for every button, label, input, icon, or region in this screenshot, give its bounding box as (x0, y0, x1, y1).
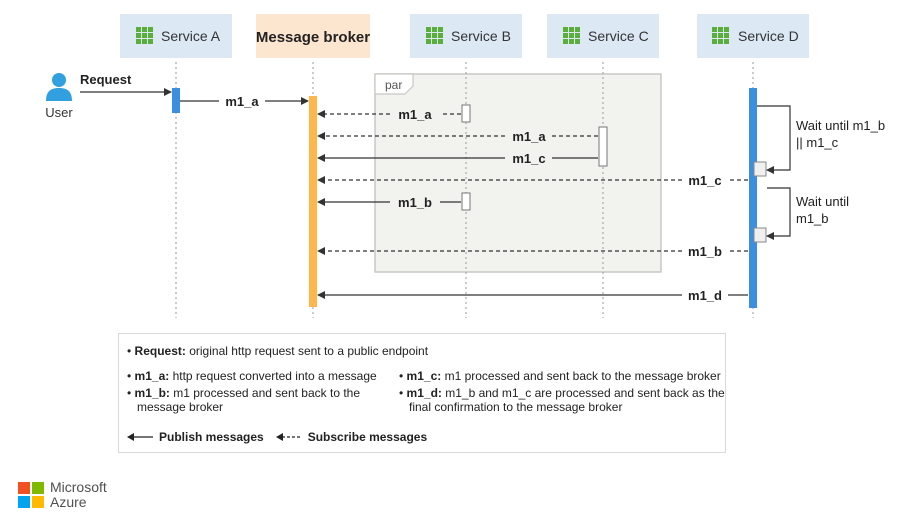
message-m1c-subscribe-d: m1_c (317, 173, 748, 188)
wait-loop-1: Wait until m1_b || m1_c (757, 105, 885, 174)
wait-note-line-1: Wait until m1_b (796, 118, 885, 133)
user-icon (46, 73, 72, 101)
message-m1d-publish: m1_d (317, 288, 748, 303)
legend-term: m1_c: (406, 369, 442, 383)
legend-term: Request: (134, 344, 186, 358)
par-fragment: par (374, 73, 662, 273)
message-m1a-subscribe-b: m1_a (317, 107, 461, 122)
legend-m1a: • m1_a: http request converted into a me… (127, 369, 377, 383)
service-b-activation-2 (461, 192, 471, 211)
service-b-activation-1 (461, 104, 471, 123)
wait-note-line-2: || m1_c (796, 135, 839, 150)
grid-icon (426, 27, 443, 44)
brand-text: Microsoft Azure (50, 480, 107, 510)
legend-m1c: • m1_c: m1 processed and sent back to th… (399, 369, 721, 383)
service-c-label: Service C (588, 28, 649, 44)
message-label: m1_d (688, 288, 722, 303)
microsoft-azure-brand: Microsoft Azure (18, 480, 107, 510)
message-label: m1_b (398, 195, 432, 210)
legend-desc: original http request sent to a public e… (185, 344, 429, 358)
message-m1a-publish: m1_a (180, 94, 309, 109)
service-d-wait-box-1 (753, 161, 767, 177)
message-label: m1_c (512, 151, 545, 166)
service-d-activation (749, 88, 757, 308)
legend: • Request: original http request sent to… (118, 333, 726, 453)
legend-request: • Request: original http request sent to… (127, 344, 429, 358)
service-d-wait-box-2 (753, 227, 767, 243)
message-label: m1_c (688, 173, 721, 188)
participant-service-c: Service C (547, 14, 659, 58)
broker-activation (309, 96, 317, 307)
legend-m1b: • m1_b: m1 processed and sent back to th… (127, 386, 361, 414)
brand-line-2: Azure (50, 494, 87, 510)
message-m1b-publish: m1_b (317, 195, 461, 210)
user-label: User (45, 105, 73, 120)
participant-service-a: Service A (120, 14, 232, 58)
participant-service-d: Service D (697, 14, 809, 58)
legend-desc: m1_b and m1_c are processed and sent bac… (409, 386, 725, 414)
message-m1a-subscribe-c: m1_a (317, 129, 598, 144)
grid-icon (136, 27, 153, 44)
message-label: m1_b (688, 244, 722, 259)
participant-service-b: Service B (410, 14, 522, 58)
message-label: Request (80, 72, 132, 87)
subscribe-label: Subscribe messages (307, 430, 428, 444)
service-b-label: Service B (451, 28, 511, 44)
legend-arrow-key: Publish messages Subscribe messages (127, 430, 427, 444)
wait-note-line-2: m1_b (796, 211, 829, 226)
grid-icon (712, 27, 729, 44)
broker-label: Message broker (256, 29, 370, 46)
legend-desc: m1 processed and sent back to the messag… (137, 386, 361, 414)
message-label: m1_a (512, 129, 546, 144)
participant-broker: Message broker (256, 14, 370, 58)
legend-desc: m1 processed and sent back to the messag… (441, 369, 721, 383)
message-label: m1_a (225, 94, 259, 109)
legend-term: m1_b: (134, 386, 170, 400)
legend-term: m1_d: (406, 386, 442, 400)
message-m1b-subscribe-d: m1_b (317, 244, 748, 259)
message-label: m1_a (398, 107, 432, 122)
microsoft-logo-icon (18, 482, 44, 508)
publish-arrow-icon (127, 433, 153, 441)
service-c-activation (598, 126, 608, 167)
legend-desc: http request converted into a message (169, 369, 377, 383)
subscribe-arrow-icon (275, 433, 302, 441)
wait-note-line-1: Wait until (796, 194, 849, 209)
message-request: Request (80, 72, 172, 96)
service-d-label: Service D (738, 28, 799, 44)
par-label: par (385, 78, 402, 92)
service-a-activation (172, 88, 180, 113)
message-m1c-publish: m1_c (317, 151, 598, 166)
wait-loop-2: Wait until m1_b (766, 187, 849, 240)
service-a-label: Service A (161, 28, 221, 44)
grid-icon (563, 27, 580, 44)
legend-m1d: • m1_d: m1_b and m1_c are processed and … (399, 386, 725, 414)
brand-line-1: Microsoft (50, 479, 107, 495)
user-actor: User (45, 73, 73, 120)
publish-label: Publish messages (159, 430, 264, 444)
legend-term: m1_a: (134, 369, 170, 383)
